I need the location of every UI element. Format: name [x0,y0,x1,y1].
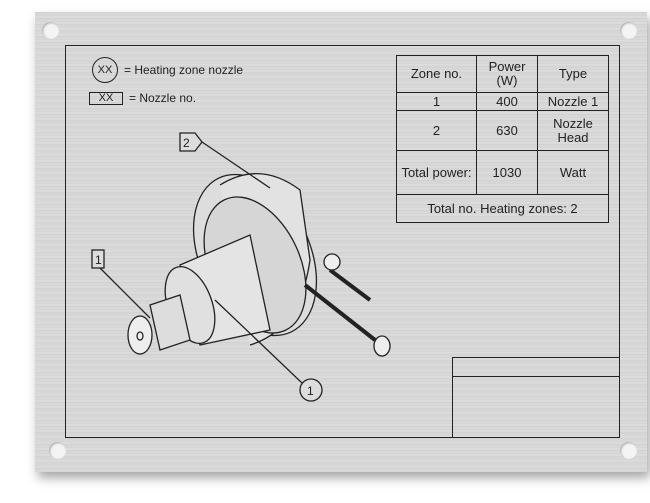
callout-box-2 [179,132,271,189]
title-block [452,357,620,438]
mounting-hole [620,22,637,39]
zone-circle-symbol: XX [92,57,118,83]
cell: 1030 [476,150,538,195]
nozzle-assembly [127,173,391,357]
cell: 630 [476,110,538,151]
callout-label: 1 [95,253,102,267]
legend-nozzle-no: XX = Nozzle no. [89,91,196,105]
legend-text: = Nozzle no. [129,91,197,105]
drawing-frame [65,45,620,438]
legend-heating-zone: XX = Heating zone nozzle [92,57,243,83]
legend-text: = Heating zone nozzle [124,63,244,77]
cell: Nozzle Head [537,110,609,151]
cell: Watt [537,150,609,195]
mounting-hole [42,22,59,39]
table-footer: Total no. Heating zones: 2 [396,194,609,223]
nozzle-box-symbol: XX [89,91,123,105]
mounting-hole [49,442,66,459]
header-cell: Power (W) [476,55,538,93]
callout-label: 1 [307,384,314,398]
callout-box-1 [91,249,151,319]
callout-circle-1 [214,299,323,402]
header-cell: Zone no. [396,55,477,93]
callout-label: 2 [183,136,190,150]
mounting-hole [620,442,637,459]
